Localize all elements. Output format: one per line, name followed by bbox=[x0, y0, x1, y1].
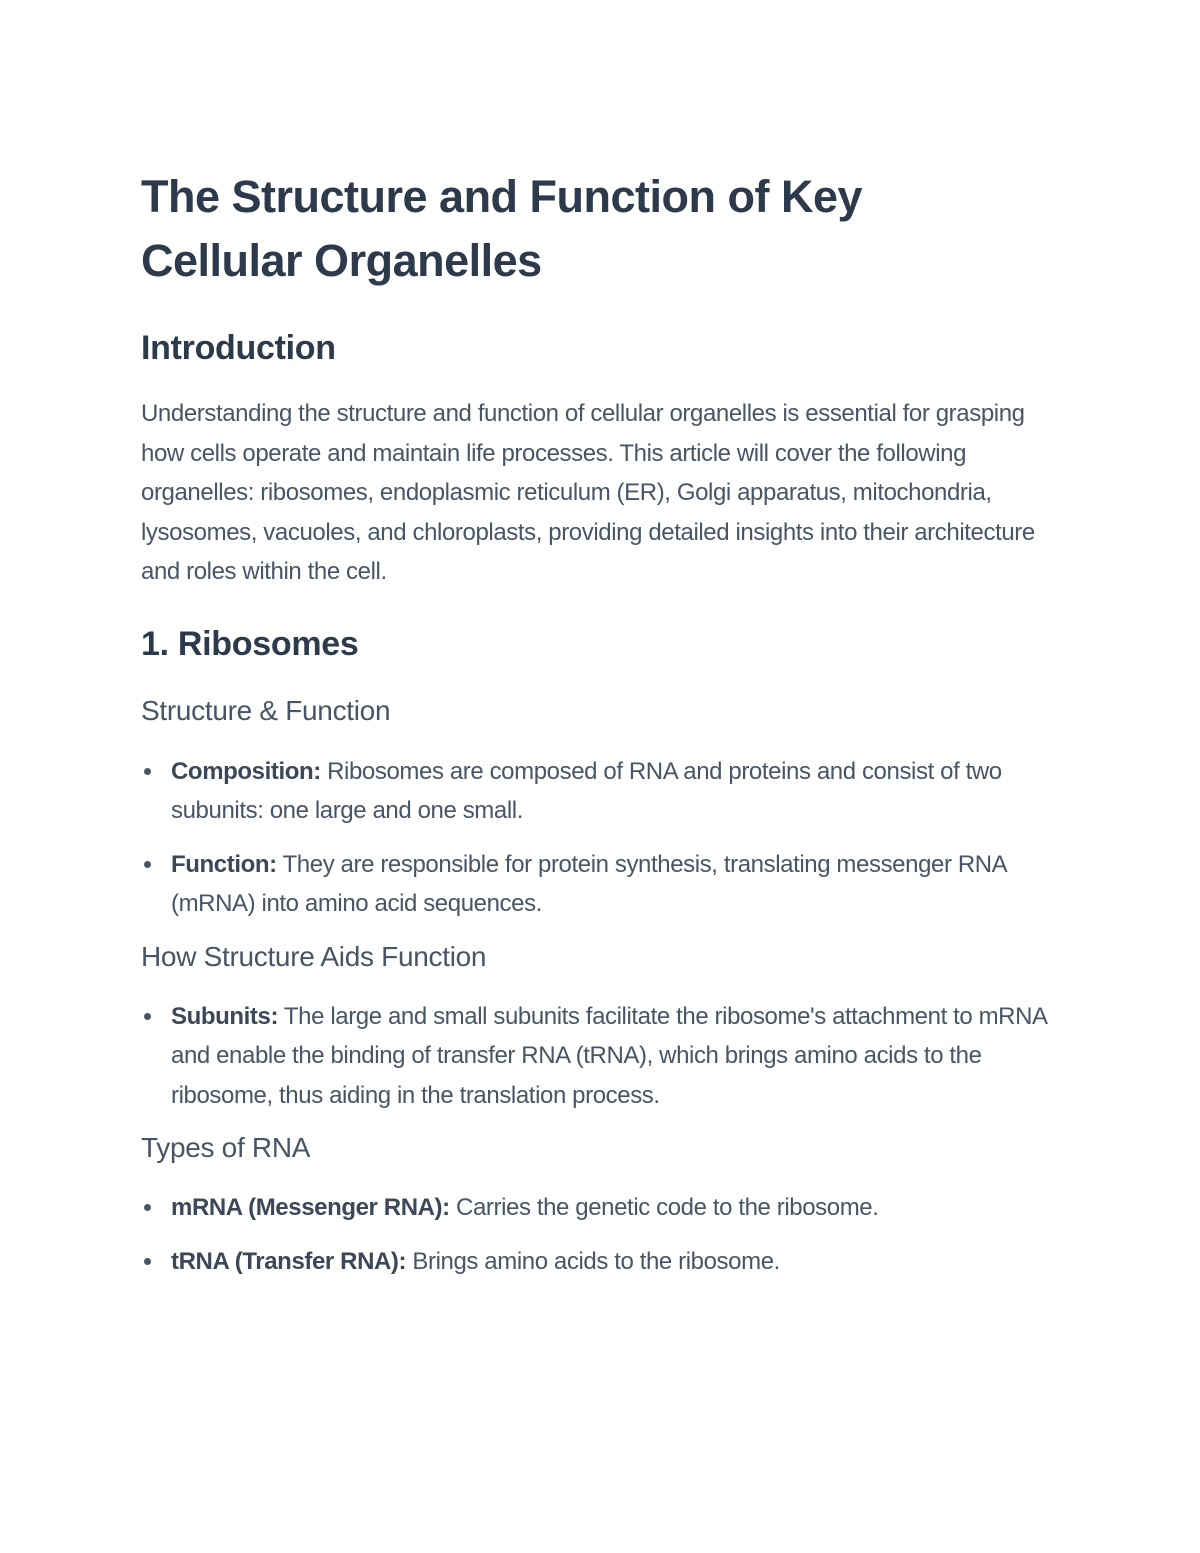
introduction-paragraph: Understanding the structure and function… bbox=[141, 400, 1035, 585]
bullet-icon bbox=[144, 767, 151, 775]
list-item-text: Carries the genetic code to the ribosome… bbox=[449, 1194, 879, 1221]
list-item-text: They are responsible for protein synthes… bbox=[171, 850, 1006, 918]
introduction-heading: Introduction bbox=[141, 329, 336, 367]
list-item-label: Function: bbox=[171, 850, 277, 878]
list-item-label: Composition: bbox=[171, 757, 321, 785]
subsection-structure-function-heading: Structure & Function bbox=[141, 694, 391, 726]
bullet-icon bbox=[144, 860, 151, 868]
list-item-text: Brings amino acids to the ribosome. bbox=[406, 1247, 780, 1275]
title-line-1: The Structure and Function of Key bbox=[141, 171, 863, 222]
list-item: Composition: Ribosomes are composed of R… bbox=[141, 752, 1061, 831]
subsection-how-structure-aids-function-heading: How Structure Aids Function bbox=[141, 940, 487, 972]
subsection-types-of-rna-heading: Types of RNA bbox=[141, 1132, 311, 1163]
section-ribosomes-heading: 1. Ribosomes bbox=[141, 624, 359, 663]
list-item-label: mRNA (Messenger RNA): bbox=[171, 1194, 450, 1221]
bullet-icon bbox=[144, 1012, 151, 1020]
list-item: mRNA (Messenger RNA): Carries the geneti… bbox=[141, 1188, 1061, 1228]
title-line-2: Cellular Organelles bbox=[141, 235, 542, 286]
list-item: Subunits: The large and small subunits f… bbox=[141, 997, 1061, 1116]
bullet-icon bbox=[144, 1204, 151, 1211]
types-of-rna-list: mRNA (Messenger RNA): Carries the geneti… bbox=[141, 1188, 1061, 1281]
list-item-label: Subunits: bbox=[171, 1002, 279, 1030]
list-item-text: The large and small subunits facilitate … bbox=[171, 1002, 1047, 1109]
list-item-label: tRNA (Transfer RNA): bbox=[171, 1247, 407, 1275]
list-item-text: Ribosomes are composed of RNA and protei… bbox=[171, 757, 1002, 825]
bullet-icon bbox=[144, 1257, 151, 1265]
list-item: Function: They are responsible for prote… bbox=[141, 845, 1061, 924]
structure-function-list: Composition: Ribosomes are composed of R… bbox=[141, 752, 1061, 924]
how-structure-aids-list: Subunits: The large and small subunits f… bbox=[141, 997, 1061, 1116]
document-title: The Structure and Function of Key Cellul… bbox=[141, 165, 1061, 293]
list-item: tRNA (Transfer RNA): Brings amino acids … bbox=[141, 1242, 1061, 1282]
document-page: The Structure and Function of Key Cellul… bbox=[141, 165, 1061, 1281]
